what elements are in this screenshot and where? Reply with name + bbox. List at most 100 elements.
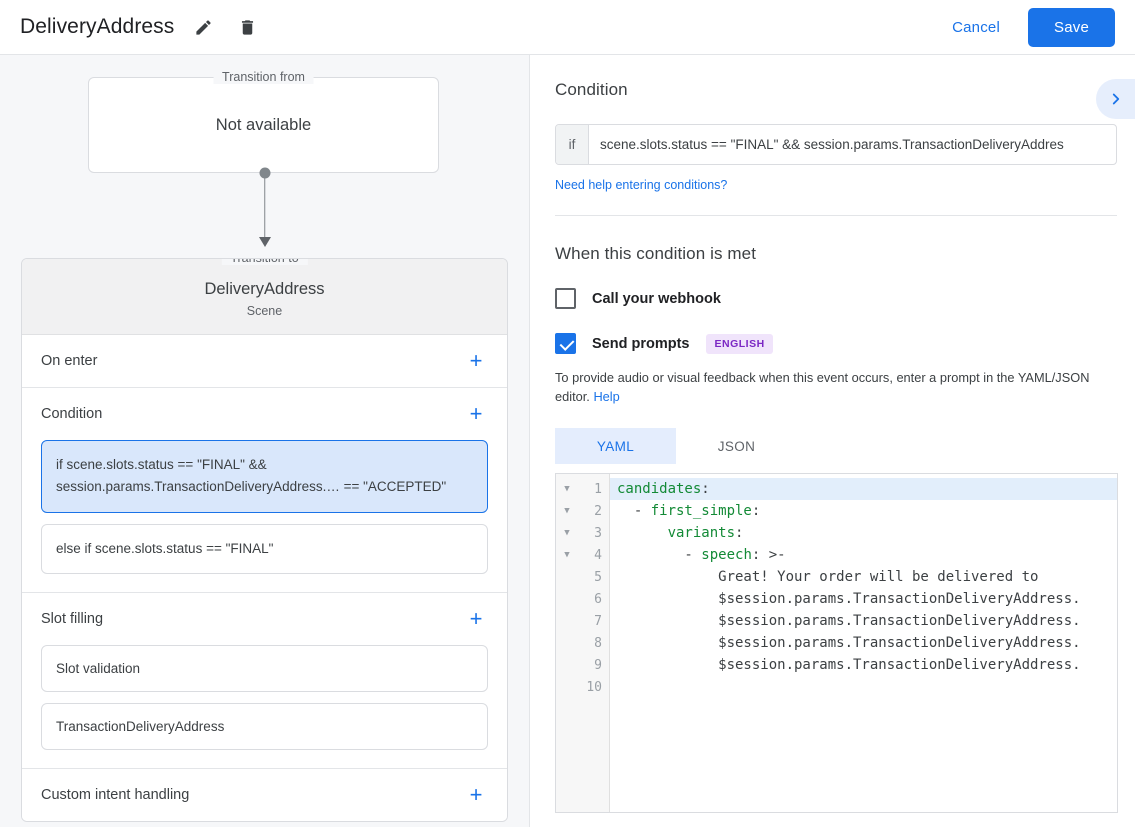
list-item[interactable]: else if scene.slots.status == "FINAL" <box>41 523 488 574</box>
fold-arrow-icon[interactable]: ▼ <box>564 528 570 539</box>
section-header-custom-intent[interactable]: Custom intent handling + <box>41 769 488 821</box>
yaml-text: $session.params.TransactionDeliveryAddre… <box>617 657 1081 674</box>
yaml-text: - <box>617 547 702 564</box>
editor-gutter-line: 5 <box>556 566 609 588</box>
list-item[interactable]: if scene.slots.status == "FINAL" && sess… <box>41 440 488 513</box>
yaml-key: first_simple <box>650 503 752 520</box>
section-title: Slot filling <box>41 610 104 627</box>
section-title: Custom intent handling <box>41 786 190 803</box>
yaml-key: variants <box>667 525 736 542</box>
editor-line-number: 1 <box>594 481 602 497</box>
condition-if-prefix: if <box>556 125 589 164</box>
section-slot-filling: Slot filling + Slot validation Transacti… <box>22 592 507 769</box>
pencil-icon[interactable] <box>188 12 218 42</box>
editor-line-number: 9 <box>594 657 602 673</box>
editor-line-number: 10 <box>586 679 602 695</box>
editor-code-area[interactable]: candidates: - first_simple: variants: - … <box>610 474 1117 812</box>
right-panel: Condition if Need help entering conditio… <box>531 55 1135 827</box>
prompt-help-link[interactable]: Help <box>593 389 620 405</box>
send-prompts-checkbox[interactable] <box>555 333 576 354</box>
editor-gutter-line: 6 <box>556 588 609 610</box>
transition-to-header: DeliveryAddress Scene <box>22 259 507 335</box>
editor-format-tabs: YAML JSON <box>555 428 1117 465</box>
section-header-condition[interactable]: Condition + <box>41 388 488 440</box>
send-prompts-checkbox-row: Send prompts ENGLISH <box>555 333 1117 354</box>
left-panel: Transition from Not available Transition… <box>0 55 530 827</box>
tab-yaml[interactable]: YAML <box>555 428 676 465</box>
condition-input[interactable] <box>589 125 1116 164</box>
fold-arrow-icon[interactable]: ▼ <box>564 484 570 495</box>
list-item[interactable]: Slot validation <box>41 644 488 692</box>
condition-help-link[interactable]: Need help entering conditions? <box>555 178 728 192</box>
when-met-heading: When this condition is met <box>555 244 757 263</box>
transition-to-card: Transition to DeliveryAddress Scene On e… <box>21 258 508 822</box>
condition-list: if scene.slots.status == "FINAL" && sess… <box>41 440 488 592</box>
fold-arrow-icon[interactable]: ▼ <box>564 506 570 517</box>
editor-code-line: $session.params.TransactionDeliveryAddre… <box>610 654 1117 676</box>
yaml-text <box>617 525 668 541</box>
fold-arrow-icon[interactable]: ▼ <box>564 550 570 561</box>
editor-line-number: 7 <box>594 613 602 629</box>
connector-line <box>263 173 266 239</box>
language-badge: ENGLISH <box>706 333 773 354</box>
call-webhook-checkbox[interactable] <box>555 288 576 309</box>
chevron-right-icon[interactable] <box>1096 79 1135 119</box>
condition-heading: Condition <box>555 80 628 99</box>
webhook-checkbox-row: Call your webhook <box>555 288 1117 309</box>
when-condition-met-panel: When this condition is met Call your web… <box>531 216 1135 814</box>
condition-input-row: if <box>555 124 1117 165</box>
yaml-text: : >- <box>751 547 786 564</box>
section-title: Condition <box>41 406 103 422</box>
editor-line-number: 4 <box>594 547 602 563</box>
editor-gutter-line: 9 <box>556 654 609 676</box>
yaml-text: Great! Your order will be delivered to <box>617 569 1039 586</box>
call-webhook-label: Call your webhook <box>592 290 721 307</box>
editor-code-line: $session.params.TransactionDeliveryAddre… <box>610 610 1117 632</box>
yaml-text: : <box>735 525 744 542</box>
save-button[interactable]: Save <box>1028 7 1115 47</box>
editor-code-line: - speech: >- <box>610 544 1117 566</box>
transition-connector <box>0 167 529 258</box>
page-title: DeliveryAddress <box>20 15 175 38</box>
add-on-enter-button[interactable]: + <box>469 348 483 373</box>
cancel-button[interactable]: Cancel <box>938 11 1014 44</box>
tab-json[interactable]: JSON <box>717 438 756 454</box>
add-condition-button[interactable]: + <box>469 401 483 426</box>
panel-divider <box>555 215 1117 216</box>
editor-code-line: candidates: <box>610 478 1117 501</box>
section-condition: Condition + if scene.slots.status == "FI… <box>22 388 507 593</box>
editor-line-number: 3 <box>594 525 602 541</box>
editor-line-number: 2 <box>594 503 602 519</box>
prompt-description: To provide audio or visual feedback when… <box>555 368 1117 406</box>
transition-to-type: Scene <box>246 304 283 318</box>
list-item[interactable]: TransactionDeliveryAddress <box>41 702 488 750</box>
send-prompts-label: Send prompts <box>592 335 690 352</box>
yaml-key: speech <box>701 547 752 564</box>
yaml-text: - <box>617 503 651 520</box>
editor-code-line: $session.params.TransactionDeliveryAddre… <box>610 632 1117 654</box>
trash-icon[interactable] <box>232 12 262 42</box>
add-custom-intent-button[interactable]: + <box>469 781 483 807</box>
yaml-text: : <box>751 503 761 520</box>
editor-gutter-line: ▼3 <box>556 522 609 544</box>
yaml-key: candidates <box>617 481 702 498</box>
transition-from-value: Not available <box>215 115 312 134</box>
slot-filling-list: Slot validation TransactionDeliveryAddre… <box>41 644 488 768</box>
editor-line-number: 5 <box>594 569 602 585</box>
section-header-slot-filling[interactable]: Slot filling + <box>41 593 488 645</box>
editor-code-line <box>610 676 1117 698</box>
editor-gutter-line: 7 <box>556 610 609 632</box>
editor-code-line: - first_simple: <box>610 500 1117 522</box>
yaml-text: $session.params.TransactionDeliveryAddre… <box>617 591 1081 608</box>
editor-gutter-line: 8 <box>556 632 609 654</box>
yaml-text: $session.params.TransactionDeliveryAddre… <box>617 613 1081 630</box>
editor-gutter-line: ▼4 <box>556 544 609 566</box>
editor-code-line: variants: <box>610 522 1117 544</box>
add-slot-filling-button[interactable]: + <box>469 605 483 631</box>
section-on-enter: On enter + <box>22 335 507 388</box>
transition-from-card: Transition from Not available <box>88 70 439 173</box>
section-header-on-enter[interactable]: On enter + <box>41 335 488 387</box>
